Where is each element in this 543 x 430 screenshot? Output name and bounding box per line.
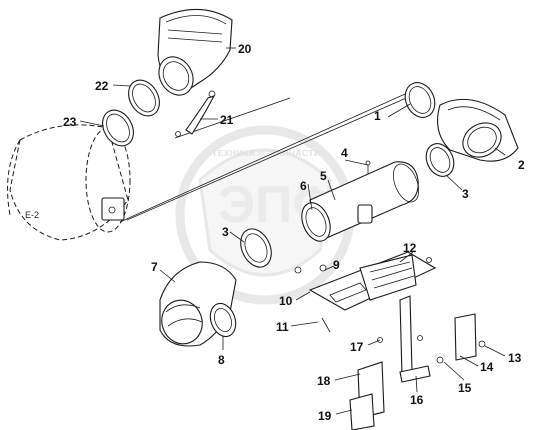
clamp-1 (404, 82, 436, 118)
callout-23: 23 (63, 115, 77, 129)
clamp-22 (128, 79, 160, 117)
callout-18: 18 (317, 374, 331, 388)
watermark-left-text: ТЕХНИКА (212, 148, 256, 158)
callout-10: 10 (279, 294, 293, 308)
intake-elbow-20 (157, 8, 233, 96)
callout-14: 14 (480, 360, 494, 374)
callout-3-upper: 3 (462, 187, 469, 201)
elbow-7 (159, 261, 237, 347)
watermark-right-text: ЗАПЧАСТИ (270, 148, 321, 158)
callout-22: 22 (95, 79, 109, 93)
clamp-8 (209, 302, 237, 338)
callout-15: 15 (458, 381, 472, 395)
callout-13: 13 (508, 351, 522, 365)
callout-8: 8 (218, 353, 225, 367)
leader-lines (79, 47, 506, 415)
callout-2: 2 (518, 158, 525, 172)
callout-6: 6 (300, 179, 307, 193)
elbow-2 (437, 98, 519, 162)
callout-5: 5 (320, 169, 327, 183)
callout-4: 4 (341, 146, 348, 160)
callout-20: 20 (238, 42, 252, 56)
callout-12: 12 (403, 241, 417, 255)
callout-9: 9 (333, 258, 340, 272)
clamp-6 (357, 204, 373, 224)
pipe-5 (301, 161, 420, 242)
callout-7: 7 (151, 260, 158, 274)
callout-19: 19 (318, 409, 332, 423)
callout-16: 16 (410, 393, 424, 407)
svg-text:E-2: E-2 (25, 210, 39, 220)
callout-3-lower: 3 (222, 225, 229, 239)
clamp-23 (102, 109, 134, 147)
bracket-assembly (294, 251, 486, 430)
small-pipe-21 (175, 90, 216, 137)
watermark: ТЕХНИКА © ЗАПЧАСТИ ЭПФ (175, 125, 355, 305)
callout-21: 21 (220, 113, 234, 127)
callout-17: 17 (350, 340, 364, 354)
clamp-3-lower (240, 228, 272, 268)
clamp-3-upper (425, 143, 455, 177)
air-cleaner-housing: E-2 (7, 124, 131, 241)
callout-labels: 1 2 3 3 4 5 6 7 8 9 10 11 12 13 14 15 16… (63, 42, 525, 423)
svg-text:©: © (258, 148, 265, 158)
callout-11: 11 (276, 320, 289, 334)
callout-1: 1 (374, 109, 381, 123)
